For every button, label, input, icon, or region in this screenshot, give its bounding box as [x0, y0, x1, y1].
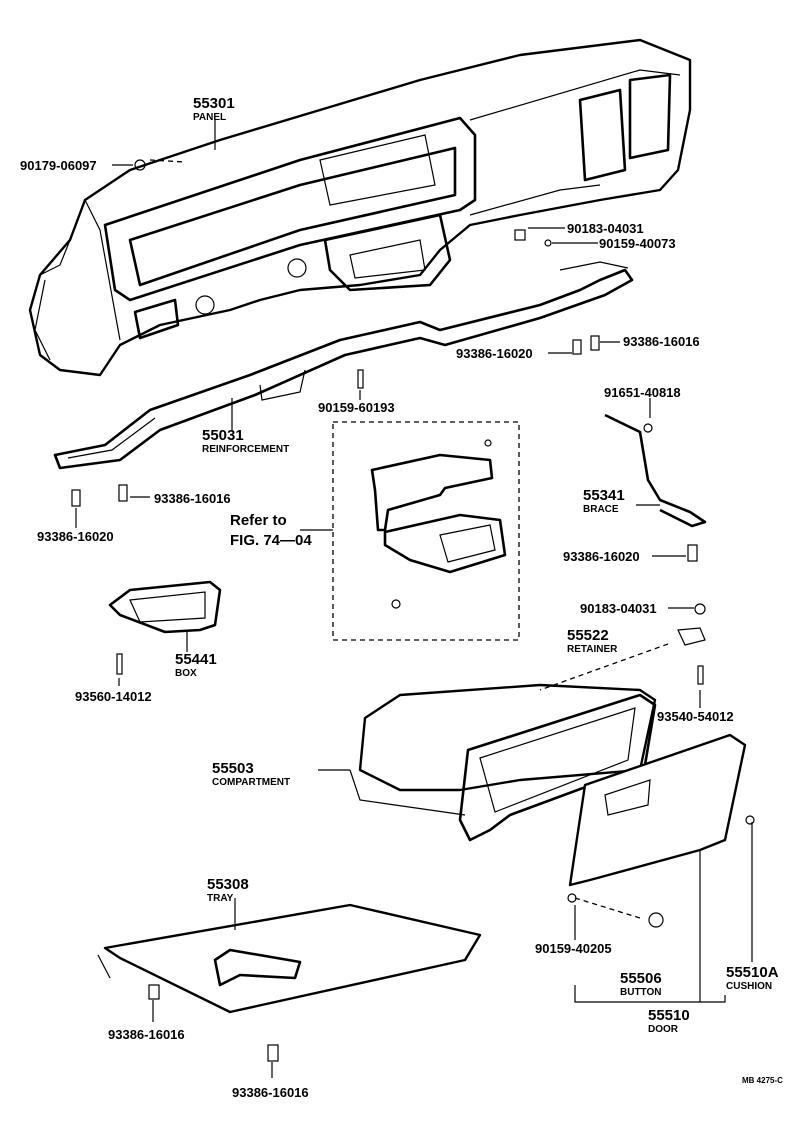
door-number: 55510 [648, 1007, 690, 1024]
clip-panel-number: 90179-06097 [20, 158, 97, 173]
clip-brace-number: 91651-40818 [604, 385, 681, 400]
refer-figure-text: FIG. 74—04 [230, 532, 312, 549]
bolt-b-number: 93386-16016 [623, 334, 700, 349]
nut-top-number: 90183-04031 [567, 221, 644, 236]
bolt-left-a-number: 93386-16020 [37, 529, 114, 544]
brace-name: BRACE [583, 504, 619, 515]
retainer-number: 55522 [567, 627, 609, 644]
tray-name: TRAY [207, 893, 234, 904]
drawing-code: MB 4275-C [742, 1076, 783, 1085]
reinforcement-name: REINFORCEMENT [202, 444, 289, 455]
screw-door-number: 90159-40205 [535, 941, 612, 956]
panel-name: PANEL [193, 112, 226, 123]
compartment-name: COMPARTMENT [212, 777, 290, 788]
screw-top-number: 90159-40073 [599, 236, 676, 251]
bolt-brace-number: 93386-16020 [563, 549, 640, 564]
door-name: DOOR [648, 1024, 679, 1035]
button-number: 55506 [620, 970, 662, 987]
door-drawing [567, 733, 755, 928]
screw-mid-number: 90159-60193 [318, 400, 395, 415]
instrument-panel-drawing [28, 38, 692, 377]
bolt-tray-b-number: 93386-16016 [232, 1085, 309, 1100]
box-drawing [108, 580, 222, 634]
brace-drawing [604, 413, 707, 528]
cushion-name: CUSHION [726, 981, 772, 992]
button-name: BUTTON [620, 987, 661, 998]
labels: 55301 PANEL 90179-06097 90183-04031 9015… [20, 95, 783, 1100]
panel-number: 55301 [193, 95, 235, 112]
tray-drawing [97, 903, 482, 1014]
screw-retainer-number: 93540-54012 [657, 709, 734, 724]
box-number: 55441 [175, 651, 217, 668]
leader-lines [75, 120, 753, 1078]
box-name: BOX [175, 668, 197, 679]
bolt-a-number: 93386-16020 [456, 346, 533, 361]
brace-number: 55341 [583, 487, 625, 504]
bolt-left-b-number: 93386-16016 [154, 491, 231, 506]
fig-74-04-sub-assembly [332, 421, 520, 641]
compartment-number: 55503 [212, 760, 254, 777]
cushion-number: 55510A [726, 964, 779, 981]
bolt-tray-a-number: 93386-16016 [108, 1027, 185, 1042]
reinforcement-number: 55031 [202, 427, 244, 444]
fasteners [71, 159, 706, 1062]
tray-number: 55308 [207, 876, 249, 893]
retainer-name: RETAINER [567, 644, 618, 655]
refer-to-text: Refer to [230, 512, 287, 529]
nut-retainer-number: 90183-04031 [580, 601, 657, 616]
screw-box-number: 93560-14012 [75, 689, 152, 704]
reinforcement-drawing [53, 261, 634, 470]
compartment-drawing [349, 683, 657, 842]
